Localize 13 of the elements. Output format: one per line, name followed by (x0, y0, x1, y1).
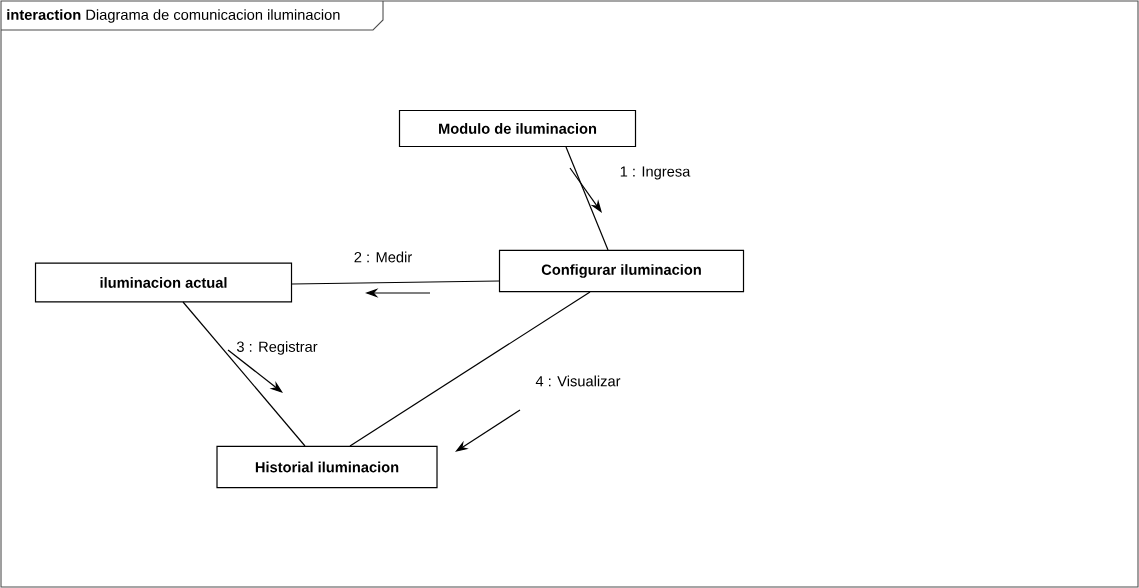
object-box: Historial iluminacion (216, 445, 438, 489)
edge-label: 2 : Medir (354, 251, 412, 263)
connector (565, 146, 609, 251)
frame-title: interaction Diagrama de comunicacion iluminacion (7, 9, 340, 23)
connector (291, 280, 500, 285)
edge-label: 1 : Ingresa (620, 166, 691, 180)
object-box: Configurar iluminacion (498, 249, 745, 293)
connector (182, 301, 306, 447)
object-box: iluminacion actual (34, 262, 293, 303)
edge-label: 3 : Registrar (236, 341, 318, 355)
object-box: Modulo de iluminacion (398, 109, 637, 148)
connector (349, 291, 591, 447)
edge-label: 4 : Visualizar (535, 375, 621, 387)
